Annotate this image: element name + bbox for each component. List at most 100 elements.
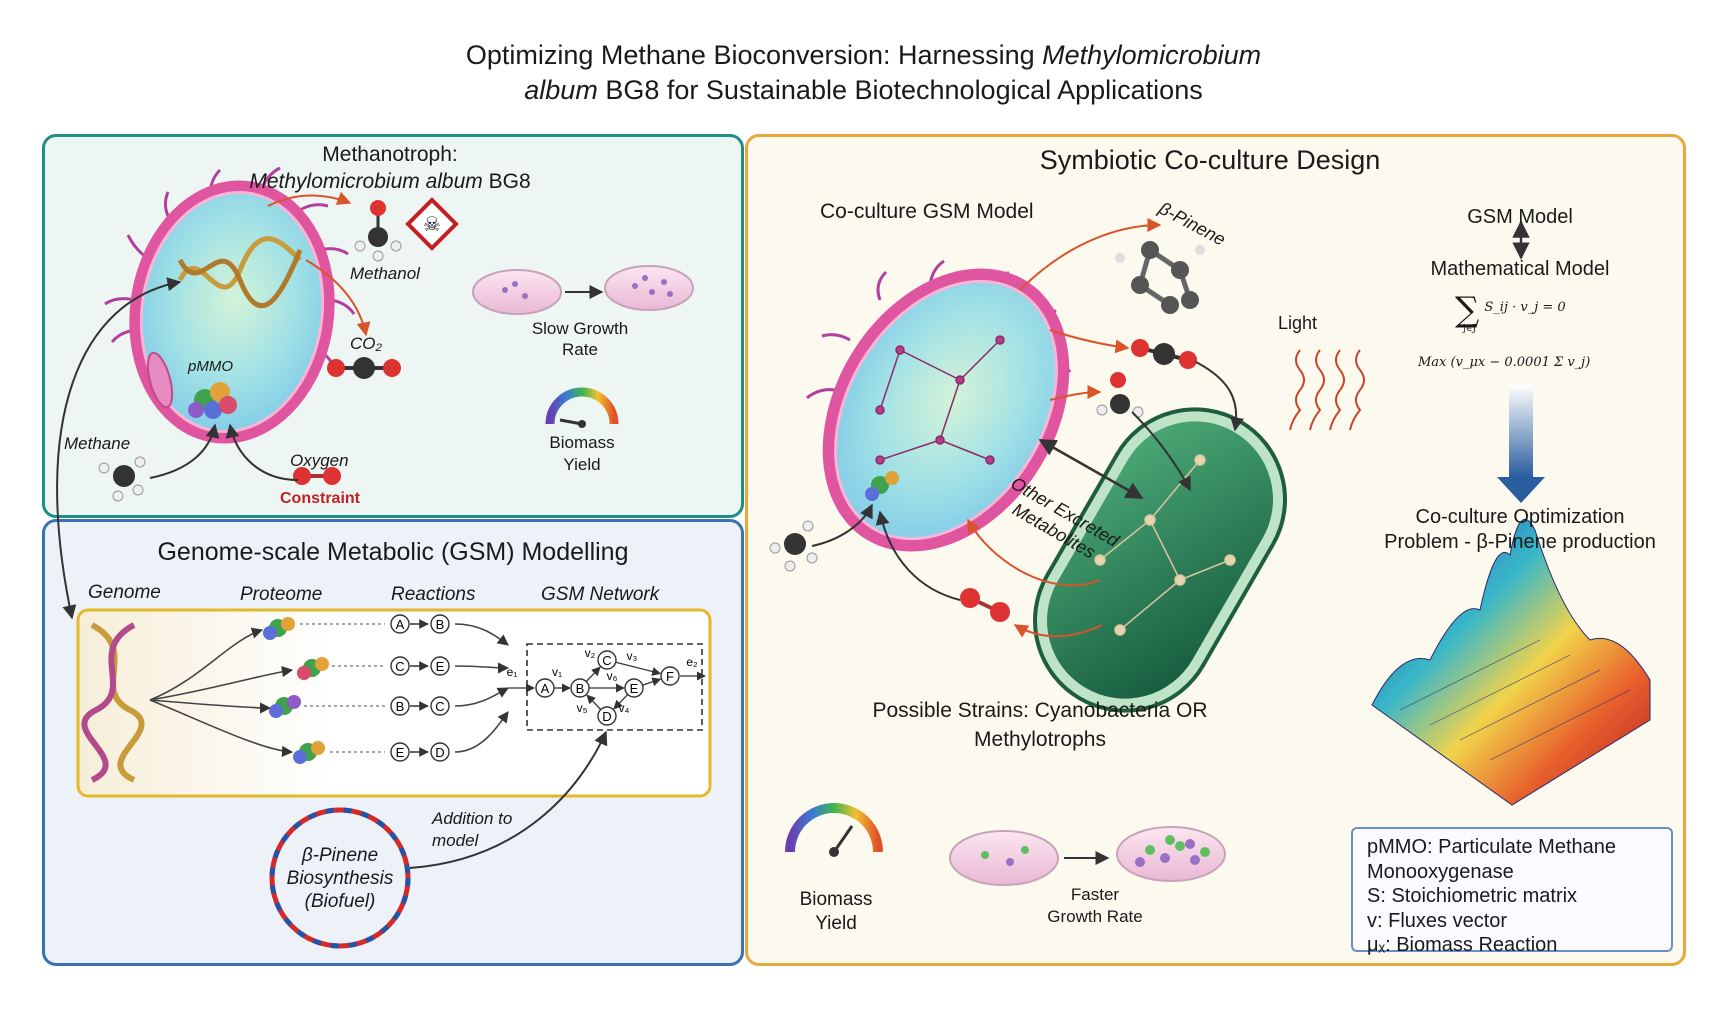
gsm-model-label: GSM Model xyxy=(1467,206,1573,228)
figure-title: Optimizing Methane Bioconversion: Harnes… xyxy=(0,38,1727,108)
arrow-to-methanol xyxy=(267,191,352,207)
plasmid-line1: β-Pinene xyxy=(301,845,379,866)
network-edge xyxy=(613,694,629,710)
petri-dish-after-icon xyxy=(604,265,694,311)
optimization-problem-label: Co-culture Optimization Problem - β-Pine… xyxy=(1370,505,1670,555)
network-flux-label: v₃ xyxy=(627,649,638,663)
optimization-down-arrow xyxy=(1497,385,1545,503)
dna-helix-icon xyxy=(177,236,303,309)
pmmo-label: pMMO xyxy=(188,358,233,375)
reaction-node-from xyxy=(390,696,410,716)
arrow-to-co2-coculture xyxy=(1049,329,1130,354)
reaction-node-from-label: B xyxy=(396,699,405,714)
arrow-oxygen-to-cell xyxy=(875,510,961,601)
faster-growth-label: Faster Growth Rate xyxy=(1030,884,1160,928)
reaction-node-from-label: C xyxy=(395,659,404,674)
petri-dish-before-icon xyxy=(472,269,562,315)
addition-arrow xyxy=(409,730,608,869)
toxic-hazard-icon: ☠ xyxy=(405,197,459,251)
strains-line1: Possible Strains: Cyanobacteria OR xyxy=(872,699,1208,722)
genome-column-label: Genome xyxy=(88,582,161,603)
biomass-line2: Yield xyxy=(563,455,601,474)
title-line2-italic: album xyxy=(524,75,598,105)
reaction-node-from xyxy=(390,614,410,634)
network-flux-label: v₅ xyxy=(577,701,588,715)
network-node xyxy=(624,678,644,698)
network-node xyxy=(535,678,555,698)
equation-1-text: S_ij · v_j = 0 xyxy=(1484,300,1566,315)
light-rays-icon xyxy=(1289,349,1365,431)
reaction-node-to-label: D xyxy=(435,745,444,760)
svg-text:☠: ☠ xyxy=(423,214,441,236)
reaction-node-from-label: A xyxy=(396,617,405,632)
network-edge xyxy=(586,694,602,710)
reaction-node-to xyxy=(430,656,450,676)
oxygen-label: Oxygen xyxy=(290,451,349,470)
arrow-to-beta-pinene xyxy=(1019,218,1162,291)
network-node-label: B xyxy=(576,681,585,696)
reaction-node-to xyxy=(430,742,450,762)
equation-mass-balance: ∑ S_ij · v_j = 0 j∈J xyxy=(1455,290,1605,340)
methanotroph-strain: BG8 xyxy=(482,170,531,193)
slow-growth-label: Slow Growth Rate xyxy=(520,318,640,360)
legend-stoichiometric: S: Stoichiometric matrix xyxy=(1367,885,1578,907)
abbreviation-legend: pMMO: Particulate Methane Monooxygenase … xyxy=(1351,827,1673,956)
methanol-molecule-coculture-icon xyxy=(1096,372,1144,418)
legend-fluxes: v: Fluxes vector xyxy=(1367,909,1508,932)
network-node-label: D xyxy=(602,709,611,724)
biomass-yield-label-high: Biomass Yield xyxy=(776,888,896,936)
strains-line2: Methylotrophs xyxy=(974,728,1106,751)
methanol-label: Methanol xyxy=(350,264,420,283)
coculture-gsm-model-label: Co-culture GSM Model xyxy=(820,200,1034,223)
petri-dish-coculture-before-icon xyxy=(949,830,1059,886)
methanotroph-heading: Methanotroph: Methylomicrobium album BG8 xyxy=(210,141,570,195)
network-flux-label: v₁ xyxy=(552,665,562,679)
network-edge xyxy=(642,677,662,687)
plasmid-label: β-Pinene Biosynthesis (Biofuel) xyxy=(270,844,410,913)
legend-biomass: μₓ: Biomass Reaction xyxy=(1367,934,1558,956)
title-line1-text: Optimizing Methane Bioconversion: Harnes… xyxy=(465,40,1043,70)
title-line1-italic: Methylomicrobium xyxy=(1042,40,1262,70)
gsm-heading: Genome-scale Metabolic (GSM) Modelling xyxy=(157,538,629,566)
methanotroph-coculture-cell xyxy=(806,259,1072,552)
arrow-methanol-to-rod xyxy=(1131,411,1191,492)
methanotroph-species-name: Methylomicrobium album xyxy=(249,170,483,193)
mathematical-model-label: Mathematical Model xyxy=(1430,258,1610,280)
network-flux-label: e₁ xyxy=(507,665,518,679)
network-node xyxy=(660,666,680,686)
reaction-node-to xyxy=(430,614,450,634)
biomass-yield-label-low: Biomass Yield xyxy=(532,432,632,476)
arrow-rod-to-oxygen xyxy=(1013,624,1103,638)
co2-molecule-coculture-icon xyxy=(1131,339,1197,369)
slow-growth-line2: Rate xyxy=(562,340,598,359)
slow-growth-line1: Slow Growth xyxy=(531,319,629,338)
proteome-icons xyxy=(263,617,329,764)
arrow-to-co2 xyxy=(305,259,371,337)
beta-pinene-molecule-icon xyxy=(1115,241,1205,314)
faster-line1: Faster xyxy=(1070,885,1120,904)
biomass-high-line1: Biomass xyxy=(799,889,873,910)
reaction-node-from-label: E xyxy=(396,745,405,760)
arrow-exchange xyxy=(1038,438,1144,500)
plasmid-ring-icon xyxy=(269,807,411,949)
methanotroph-heading-line1: Methanotroph: xyxy=(322,143,458,166)
co2-molecule-icon xyxy=(327,357,401,379)
network-flux-label: v₄ xyxy=(619,701,630,715)
addition-to-model-label: Addition to model xyxy=(432,808,512,852)
reaction-node-to-label: B xyxy=(436,617,445,632)
network-node xyxy=(597,650,617,670)
legend-pmmo-cont: Monooxygenase xyxy=(1367,860,1514,883)
biomass-line1: Biomass xyxy=(549,433,615,452)
network-edge xyxy=(585,666,601,682)
biomass-gauge-low-icon xyxy=(545,387,619,428)
light-label: Light xyxy=(1278,313,1318,333)
network-edge xyxy=(615,661,662,676)
reaction-node-from xyxy=(390,742,410,762)
network-node-label: F xyxy=(666,669,674,684)
plasmid-line2: Biosynthesis xyxy=(286,868,394,889)
biomass-high-line2: Yield xyxy=(815,913,857,934)
faster-line2: Growth Rate xyxy=(1047,907,1143,926)
co2-label: CO₂ xyxy=(350,334,382,353)
